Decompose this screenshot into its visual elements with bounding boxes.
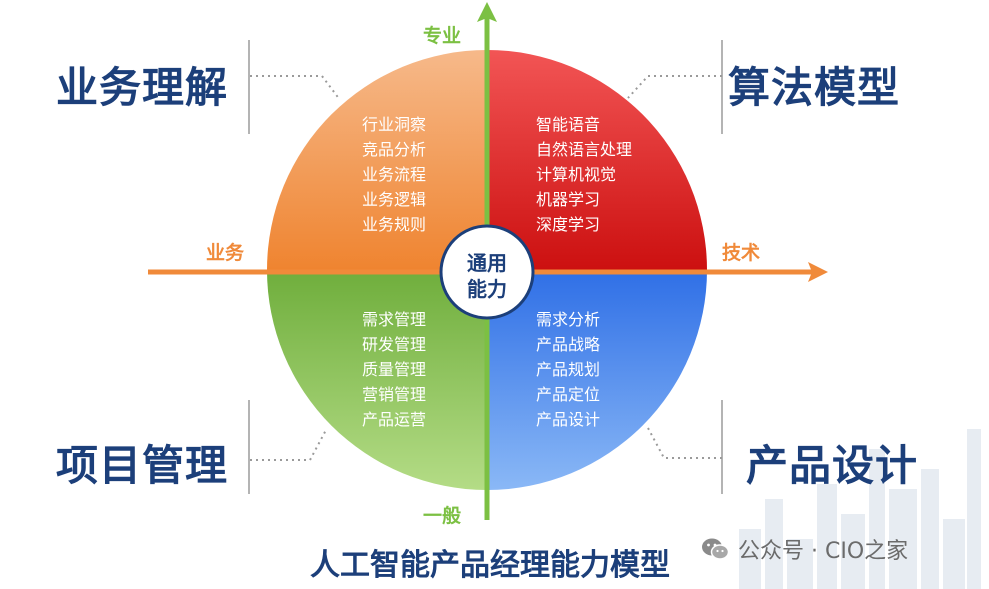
list-item: 业务规则 <box>362 212 426 237</box>
watermark-text: 公众号 · CIO之家 <box>738 533 908 565</box>
list-item: 智能语音 <box>536 112 632 137</box>
wechat-icon <box>700 536 730 562</box>
axis-label-left: 业务 <box>206 238 244 265</box>
list-item: 行业洞察 <box>362 112 426 137</box>
connector-top-left <box>250 76 340 100</box>
list-item: 机器学习 <box>536 187 632 212</box>
connector-top-right <box>628 76 722 98</box>
title-algorithm-model: 算法模型 <box>728 54 900 115</box>
center-label-line1: 通用 <box>467 250 507 276</box>
axis-label-bottom: 一般 <box>423 501 461 528</box>
list-product-design: 需求分析 产品战略 产品规划 产品定位 产品设计 <box>536 307 600 432</box>
list-item: 竞品分析 <box>362 137 426 162</box>
axis-label-right: 技术 <box>722 238 760 265</box>
list-item: 产品规划 <box>536 357 600 382</box>
watermark: 公众号 · CIO之家 <box>700 532 908 566</box>
title-product-design: 产品设计 <box>746 432 918 493</box>
list-item: 自然语言处理 <box>536 137 632 162</box>
list-item: 深度学习 <box>536 212 632 237</box>
title-project-management: 项目管理 <box>56 432 228 493</box>
list-item: 营销管理 <box>362 382 426 407</box>
list-item: 业务流程 <box>362 162 426 187</box>
list-project-management: 需求管理 研发管理 质量管理 营销管理 产品运营 <box>362 307 426 432</box>
axis-label-top: 专业 <box>423 21 461 48</box>
connector-bottom-left <box>250 430 326 460</box>
list-item: 产品运营 <box>362 407 426 432</box>
list-item: 业务逻辑 <box>362 187 426 212</box>
list-business-understanding: 行业洞察 竞品分析 业务流程 业务逻辑 业务规则 <box>362 112 426 237</box>
list-item: 产品定位 <box>536 382 600 407</box>
list-item: 产品设计 <box>536 407 600 432</box>
list-item: 研发管理 <box>362 332 426 357</box>
center-label-line2: 能力 <box>467 276 507 302</box>
center-label: 通用 能力 <box>440 238 534 314</box>
list-item: 计算机视觉 <box>536 162 632 187</box>
diagram-title: 人工智能产品经理能力模型 <box>230 540 750 584</box>
list-item: 质量管理 <box>362 357 426 382</box>
title-business-understanding: 业务理解 <box>56 54 228 115</box>
list-item: 需求分析 <box>536 307 600 332</box>
connector-bottom-right <box>648 428 722 458</box>
list-algorithm-model: 智能语音 自然语言处理 计算机视觉 机器学习 深度学习 <box>536 112 632 237</box>
list-item: 产品战略 <box>536 332 600 357</box>
list-item: 需求管理 <box>362 307 426 332</box>
